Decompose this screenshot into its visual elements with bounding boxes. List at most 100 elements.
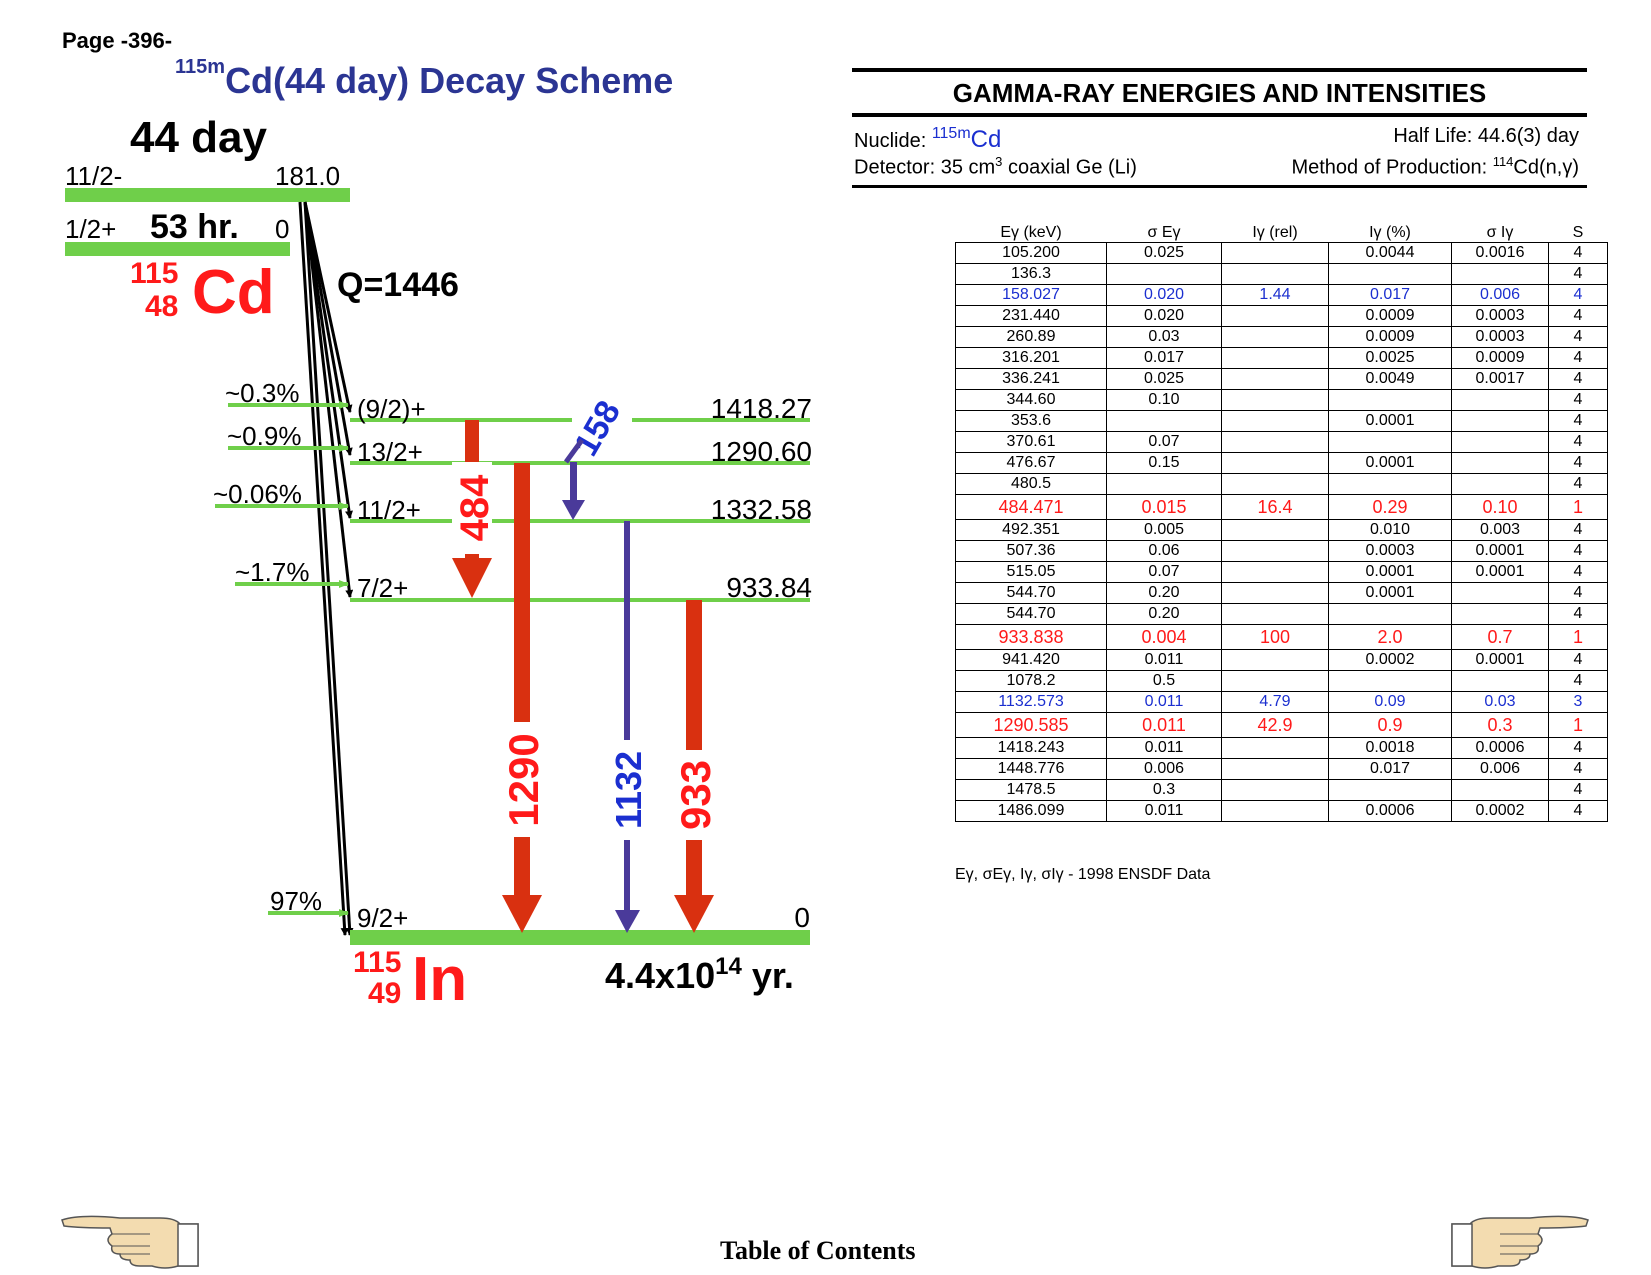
- table-cell: [1451, 603, 1549, 625]
- level-9-2-plus-ground: 9/2+ 0 97%: [268, 886, 810, 945]
- ground-energy: 0: [275, 214, 289, 244]
- table-cell: 2.0: [1328, 624, 1452, 650]
- table-cell: 0.0002: [1328, 649, 1452, 671]
- column-header: σ Iγ: [1486, 224, 1514, 241]
- q-value: Q=1446: [337, 266, 459, 304]
- table-cell: 158.027: [955, 284, 1107, 306]
- detector-info: Detector: 35 cm3 coaxial Ge (Li): [854, 154, 1137, 180]
- table-cell: 0.011: [1106, 691, 1222, 713]
- level-9-2-plus: (9/2)+ 1418.27 ~0.3%: [225, 378, 812, 424]
- parent-spin: 11/2-: [65, 161, 122, 191]
- level-spin: 7/2+: [357, 573, 408, 603]
- table-of-contents-link[interactable]: Table of Contents: [720, 1236, 916, 1265]
- table-cell: 4: [1548, 758, 1608, 780]
- gamma-label: 1132: [608, 751, 649, 829]
- table-cell: 0.7: [1451, 624, 1549, 650]
- table-cell: [1451, 410, 1549, 432]
- table-cell: [1221, 326, 1329, 348]
- table-cell: 4: [1548, 305, 1608, 327]
- table-cell: 4: [1548, 410, 1608, 432]
- table-cell: 0.0049: [1328, 368, 1452, 390]
- parent-nucleus-symbol: 115 48 Cd: [130, 257, 275, 327]
- level-11-2-plus: 11/2+ 1332.58 ~0.06%: [213, 479, 812, 525]
- table-cell: 0.9: [1328, 712, 1452, 738]
- daughter-element-symbol: In: [412, 945, 467, 1010]
- table-cell: [1328, 473, 1452, 495]
- gamma-1132-arrow: 1132: [607, 521, 649, 933]
- table-cell: 100: [1221, 624, 1329, 650]
- halflife-info: Half Life: 44.6(3) day: [1393, 125, 1579, 147]
- table-cell: 1: [1548, 494, 1608, 520]
- branch-percent: ~1.7%: [235, 557, 309, 587]
- halflife-unit: yr.: [742, 955, 794, 996]
- gamma-label: 933: [672, 760, 719, 830]
- table-cell: 0.004: [1106, 624, 1222, 650]
- gamma-ray-table: Eγ (keV) σ Eγ Iγ (rel) Iγ (%) σ Iγ S 105…: [955, 212, 1608, 822]
- table-cell: [1221, 263, 1329, 285]
- table-cell: 0.005: [1106, 519, 1222, 541]
- table-cell: 480.5: [955, 473, 1107, 495]
- table-cell: 0.0001: [1328, 561, 1452, 583]
- table-cell: 4: [1548, 800, 1608, 822]
- beta-decay-lines: [298, 201, 354, 936]
- table-cell: 0.03: [1106, 326, 1222, 348]
- level-spin: (9/2)+: [357, 394, 426, 424]
- gamma-158-arrow: 158: [562, 394, 632, 520]
- table-cell: 544.70: [955, 582, 1107, 604]
- table-cell: 0.0017: [1451, 368, 1549, 390]
- table-cell: [1328, 603, 1452, 625]
- gamma-1290-arrow: 1290: [500, 463, 547, 933]
- detector-text: Detector: 35 cm: [854, 156, 996, 179]
- table-cell: 4: [1548, 737, 1608, 759]
- table-cell: 1.44: [1221, 284, 1329, 306]
- table-cell: 4: [1548, 431, 1608, 453]
- table-cell: 0.011: [1106, 649, 1222, 671]
- table-cell: [1451, 670, 1549, 692]
- level-energy: 933.84: [726, 572, 812, 603]
- nuclide-mass: 115m: [931, 125, 971, 142]
- table-cell: 4: [1548, 561, 1608, 583]
- table-footnote: Eγ, σEγ, Iγ, σIγ - 1998 ENSDF Data: [955, 866, 1211, 883]
- table-cell: 0.017: [1328, 758, 1452, 780]
- table-cell: 0.03: [1451, 691, 1549, 713]
- table-cell: 0.006: [1106, 758, 1222, 780]
- table-cell: [1451, 779, 1549, 801]
- table-cell: 0.010: [1328, 519, 1452, 541]
- level-energy: 0: [794, 902, 810, 933]
- nuclide-info: Nuclide: 115mCd: [854, 125, 1001, 154]
- method-label: Method of Production:: [1291, 156, 1493, 179]
- pointing-hand-left-icon[interactable]: [60, 1210, 200, 1270]
- nuclide-symbol: Cd: [970, 126, 1002, 153]
- table-cell: 544.70: [955, 603, 1107, 625]
- table-cell: [1451, 473, 1549, 495]
- column-header: S: [1572, 224, 1584, 241]
- table-cell: 4: [1548, 473, 1608, 495]
- table-cell: [1221, 603, 1329, 625]
- table-cell: 4: [1548, 452, 1608, 474]
- table-cell: [1221, 452, 1329, 474]
- gamma-label: 484: [453, 474, 497, 541]
- table-cell: [1221, 670, 1329, 692]
- table-cell: 0.3: [1451, 712, 1549, 738]
- table-cell: 507.36: [955, 540, 1107, 562]
- parent-halflife: 44 day: [130, 113, 268, 162]
- table-cell: 1448.776: [955, 758, 1107, 780]
- table-cell: 0.0001: [1328, 452, 1452, 474]
- daughter-halflife: 4.4x1014 yr.: [605, 953, 794, 996]
- panel-bottom-rule: [852, 185, 1587, 188]
- title-text: Cd(44 day) Decay Scheme: [225, 60, 674, 101]
- pointing-hand-right-icon[interactable]: [1450, 1210, 1590, 1270]
- column-header: Iγ (%): [1369, 224, 1411, 241]
- level-spin: 11/2+: [357, 495, 421, 525]
- table-cell: 1132.573: [955, 691, 1107, 713]
- table-cell: 0.017: [1328, 284, 1452, 306]
- table-cell: [1106, 410, 1222, 432]
